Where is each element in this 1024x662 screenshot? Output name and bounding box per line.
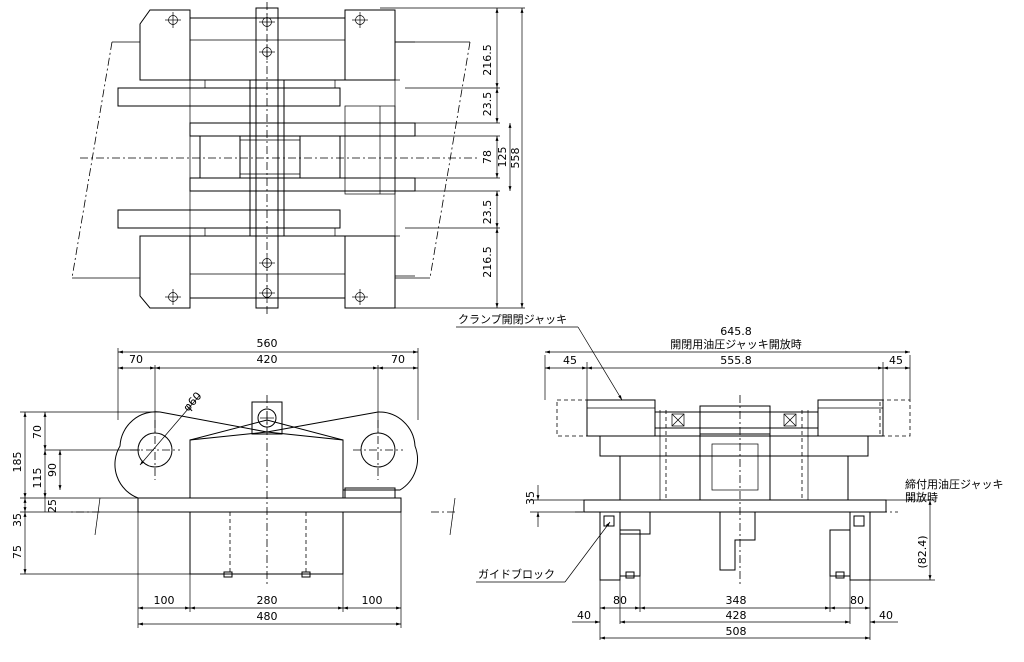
front-dim-25: 25 xyxy=(46,499,59,513)
side-view: クランプ開閉ジャッキ ガイドブロック 締付用油圧ジャッキ 開放時 645.8 開… xyxy=(456,313,1003,640)
front-dim-560: 560 xyxy=(257,337,278,350)
top-dim-125: 125 xyxy=(496,147,509,168)
clamp-jack-label: クランプ開閉ジャッキ xyxy=(458,313,567,326)
front-dim-70-v: 70 xyxy=(31,425,44,439)
front-dim-35: 35 xyxy=(11,513,24,527)
side-dim-45-left: 45 xyxy=(563,354,577,367)
side-dim-348: 348 xyxy=(726,594,747,607)
front-dim-100-left: 100 xyxy=(154,594,175,607)
front-dim-115: 115 xyxy=(31,468,44,489)
side-open-jack-note: 開閉用油圧ジャッキ開放時 xyxy=(670,337,801,351)
front-view: φ60 560 70 420 70 185 70 115 90 25 35 75 xyxy=(11,337,456,628)
side-dim-80-right: 80 xyxy=(850,594,864,607)
side-dim-80-left: 80 xyxy=(613,594,627,607)
top-dim-78: 78 xyxy=(481,150,494,164)
guide-block-label: ガイドブロック xyxy=(478,567,555,581)
front-dim-90: 90 xyxy=(46,463,59,477)
side-dim-555: 555.8 xyxy=(720,354,752,367)
side-dim-40-left: 40 xyxy=(577,609,591,622)
side-dim-45-right: 45 xyxy=(889,354,903,367)
front-dim-70-left: 70 xyxy=(129,353,143,366)
side-dim-35: 35 xyxy=(524,491,537,505)
side-dim-428: 428 xyxy=(726,609,747,622)
side-dim-40-right: 40 xyxy=(879,609,893,622)
front-dim-100-right: 100 xyxy=(362,594,383,607)
fasten-jack-label-line1: 締付用油圧ジャッキ xyxy=(905,477,1003,491)
front-dim-480: 480 xyxy=(257,610,278,623)
front-dim-280: 280 xyxy=(257,594,278,607)
front-dim-185: 185 xyxy=(11,452,24,473)
top-view: 216.5 23.5 78 125 23.5 216.5 558 xyxy=(71,2,525,314)
fasten-jack-label-line2: 開放時 xyxy=(905,490,938,504)
top-dim-216a: 216.5 xyxy=(481,44,494,76)
front-dim-420: 420 xyxy=(257,353,278,366)
top-dim-23b: 23.5 xyxy=(481,200,494,225)
front-dim-75: 75 xyxy=(11,545,24,559)
side-dim-645: 645.8 xyxy=(720,325,752,338)
front-dim-diameter: φ60 xyxy=(181,390,205,415)
top-dim-558: 558 xyxy=(509,148,522,169)
top-dim-216b: 216.5 xyxy=(481,246,494,278)
side-dim-508: 508 xyxy=(726,625,747,638)
front-dim-70-right: 70 xyxy=(391,353,405,366)
top-dim-23a: 23.5 xyxy=(481,92,494,117)
side-dim-82: (82.4) xyxy=(916,535,929,568)
